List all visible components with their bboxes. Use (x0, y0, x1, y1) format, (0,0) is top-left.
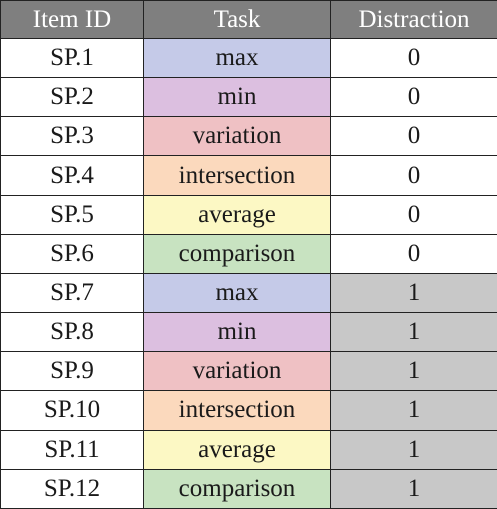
distraction-cell: 1 (330, 272, 497, 314)
distraction-cell: 0 (330, 194, 497, 235)
distraction-cell: 0 (330, 37, 497, 79)
item-id-cell: SP.8 (0, 312, 144, 353)
item-id-cell: SP.5 (0, 194, 144, 235)
header-item-id: Item ID (0, 0, 144, 39)
item-id-cell: SP.9 (0, 351, 144, 392)
distraction-cell: 0 (330, 77, 497, 118)
item-id-cell: SP.12 (0, 468, 144, 509)
task-cell: intersection (143, 390, 331, 431)
task-cell: max (143, 272, 331, 314)
item-id-cell: SP.2 (0, 77, 144, 118)
task-cell: min (143, 312, 331, 353)
task-cell: min (143, 77, 331, 118)
task-cell: average (143, 194, 331, 235)
task-cell: max (143, 37, 331, 79)
task-cell: comparison (143, 233, 331, 274)
distraction-cell: 1 (330, 351, 497, 392)
distraction-cell: 0 (330, 155, 497, 196)
task-cell: variation (143, 116, 331, 157)
item-id-cell: SP.6 (0, 233, 144, 274)
item-id-cell: SP.4 (0, 155, 144, 196)
header-row: Item ID Task Distraction (0, 0, 497, 39)
distraction-cell: 0 (330, 116, 497, 157)
header-task: Task (143, 0, 331, 39)
item-id-cell: SP.3 (0, 116, 144, 157)
distraction-cell: 0 (330, 233, 497, 274)
item-id-cell: SP.11 (0, 429, 144, 470)
distraction-cell: 1 (330, 429, 497, 470)
task-cell: comparison (143, 468, 331, 509)
distraction-cell: 1 (330, 312, 497, 353)
distraction-cell: 1 (330, 390, 497, 431)
distraction-cell: 1 (330, 468, 497, 509)
task-cell: intersection (143, 155, 331, 196)
task-cell: variation (143, 351, 331, 392)
item-id-cell: SP.1 (0, 37, 144, 79)
item-id-cell: SP.10 (0, 390, 144, 431)
task-cell: average (143, 429, 331, 470)
item-id-cell: SP.7 (0, 272, 144, 314)
header-distraction: Distraction (330, 0, 497, 39)
